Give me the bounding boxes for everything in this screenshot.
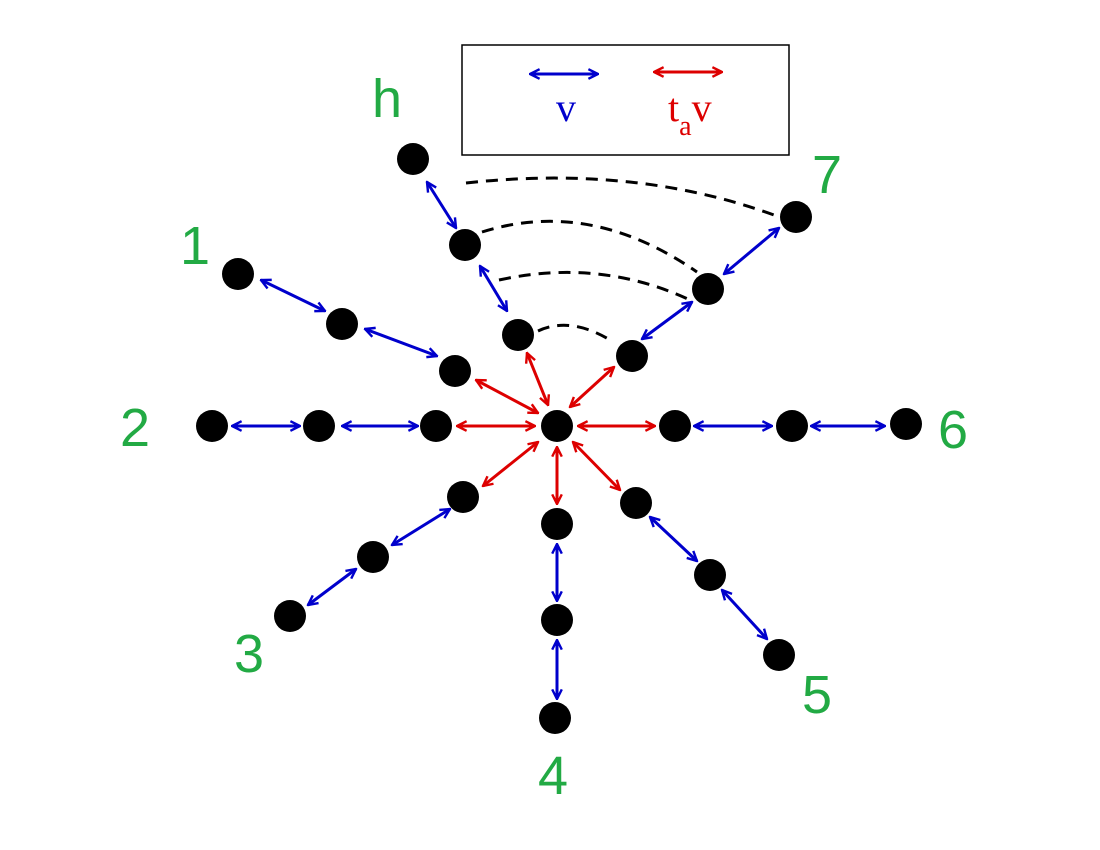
v-hop-5-1: [650, 517, 697, 561]
tav-hop-1: [476, 378, 538, 415]
legend-v-label: v: [556, 85, 576, 130]
node-1-2: [326, 308, 358, 340]
v-hop-3-2: [392, 509, 450, 545]
arm-label-7: 7: [812, 145, 842, 205]
arm-label-5: 5: [802, 665, 832, 725]
dashed-arc-3: [481, 219, 698, 274]
tav-hop-7: [570, 367, 614, 407]
dashed-arcs: [465, 176, 783, 342]
v-hop-h-2: [480, 266, 507, 311]
node-5-2: [694, 559, 726, 591]
v-hop-h-1: [427, 182, 456, 228]
legend: v tav: [461, 44, 790, 156]
arm-label-1: 1: [180, 216, 210, 276]
v-hop-7-2: [724, 228, 779, 274]
arm-label-h: h: [372, 69, 402, 129]
tav-hop-3: [483, 442, 538, 486]
node-3-3: [274, 600, 306, 632]
node-6-3: [890, 408, 922, 440]
dashed-arc-1: [537, 323, 611, 342]
node-1-3: [222, 258, 254, 290]
node-5-3: [763, 639, 795, 671]
node-3-1: [447, 481, 479, 513]
arm-labels: h 1 2 3 4 5 6 7: [120, 69, 968, 806]
arm-label-6: 6: [938, 400, 968, 460]
v-hop-1-2: [365, 329, 437, 356]
node-4-3: [539, 702, 571, 734]
node-7-1: [616, 340, 648, 372]
node-h-1: [502, 319, 534, 351]
node-6-1: [659, 410, 691, 442]
legend-tav-sub: a: [679, 111, 692, 142]
node-2-3: [196, 410, 228, 442]
node-4-2: [541, 604, 573, 636]
node-5-1: [620, 487, 652, 519]
dashed-arc-4: [465, 176, 783, 220]
tav-hop-h: [527, 353, 548, 405]
dashed-arc-2: [498, 270, 691, 302]
node-7-2: [692, 273, 724, 305]
node-6-2: [776, 410, 808, 442]
node-3-2: [357, 541, 389, 573]
v-hop-5-2: [722, 590, 767, 639]
node-h-2: [449, 229, 481, 261]
tav-hops: [457, 353, 655, 504]
legend-tav-t: t: [668, 85, 679, 130]
v-hop-3-1: [308, 569, 356, 605]
legend-tav-label: tav: [668, 85, 712, 142]
legend-tav-v: v: [692, 85, 712, 130]
node-center: [541, 410, 573, 442]
v-hop-7-1: [642, 302, 692, 339]
node-2-2: [303, 410, 335, 442]
tav-hop-5: [573, 442, 620, 490]
v-hops: [232, 182, 885, 699]
arm-label-2: 2: [120, 398, 150, 458]
node-2-1: [420, 410, 452, 442]
arm-label-3: 3: [234, 624, 264, 684]
nodes: [196, 143, 922, 734]
node-7-3: [780, 201, 812, 233]
node-h-3: [397, 143, 429, 175]
arm-label-4: 4: [538, 746, 568, 806]
node-4-1: [541, 508, 573, 540]
node-1-1: [439, 355, 471, 387]
v-hop-1-1: [261, 278, 325, 313]
legend-box: [461, 44, 790, 156]
